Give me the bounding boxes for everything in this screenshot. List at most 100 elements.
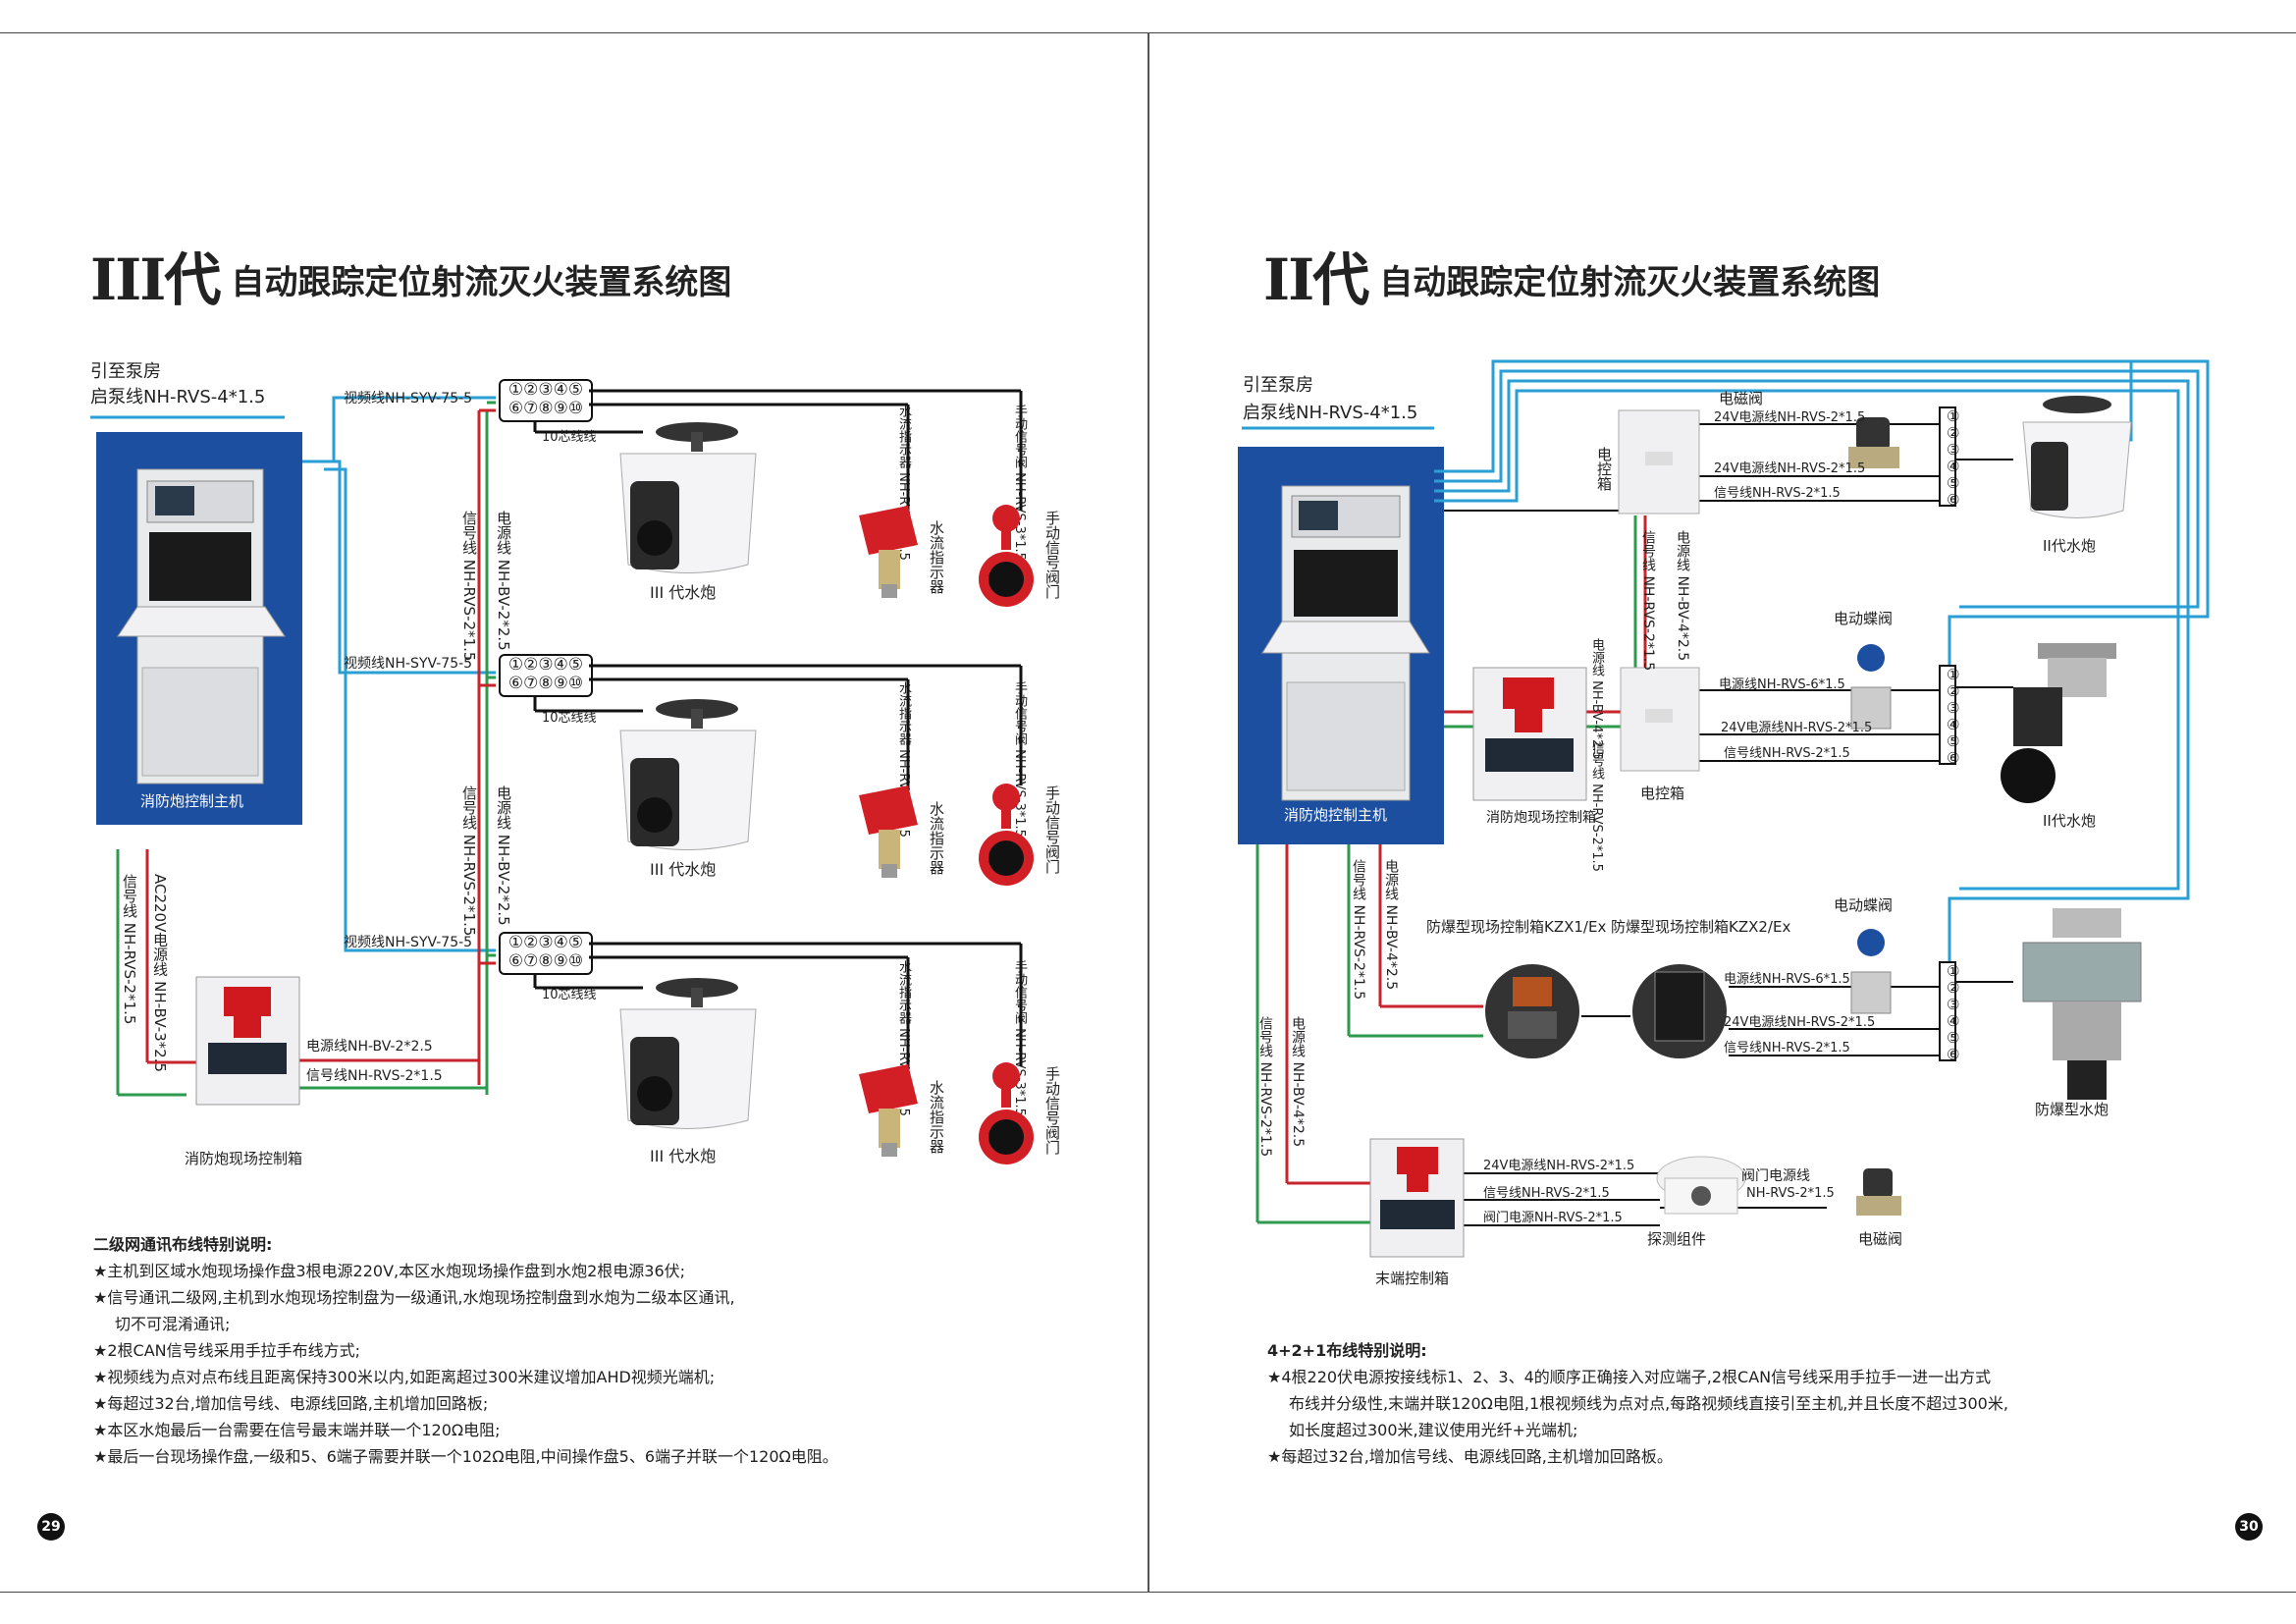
valve-power-label: NH-RVS-2*1.5 — [1746, 1186, 1835, 1201]
note-item: ★视频线为点对点布线且距离保持300米以内,如距离超过300米建议增加AHD视频… — [93, 1368, 716, 1386]
left-devices — [533, 389, 1034, 1164]
butterfly-valve-drawing-3 — [979, 1062, 1034, 1164]
cable-label: 信号线NH-RVS-2*1.5 — [1724, 1041, 1850, 1056]
cable-label: 阀门电源NH-RVS-2*1.5 — [1483, 1211, 1623, 1225]
cannon-label: III 代水炮 — [650, 1147, 717, 1165]
end-box-drawing — [1369, 1138, 1465, 1258]
terminal-numbers: ①②③④⑤⑥ — [1947, 962, 1960, 1063]
right-page-title: II代自动跟踪定位射流灭火装置系统图 — [1263, 234, 1880, 316]
field-signal-vertical: 信号线 NH-RVS-2*1.5 — [121, 874, 138, 1025]
electric-butterfly-label: 电动蝶阀 — [1834, 896, 1894, 914]
field-control-box-drawing — [195, 976, 300, 1106]
row2-wires — [533, 664, 1023, 797]
left-page: III代自动跟踪定位射流灭火装置系统图 — [0, 0, 1147, 1624]
flow-indicator-drawing-3 — [859, 1064, 918, 1157]
field-control-box-label: 消防炮现场控制箱 — [185, 1150, 303, 1167]
cable-label: 信号线NH-RVS-2*1.5 — [1483, 1186, 1610, 1201]
flow-indicator-label: 水流指示器 — [928, 801, 945, 875]
title-text: 自动跟踪定位射流灭火装置系统图 — [231, 263, 732, 302]
host-label: 消防炮控制主机 — [140, 792, 244, 810]
control-box-drawing-mid — [1620, 667, 1700, 772]
cable-label: 24V电源线NH-RVS-2*1.5 — [1714, 410, 1866, 425]
note-item: ★本区水炮最后一台需要在信号最末端并联一个120Ω电阻; — [93, 1421, 501, 1439]
flow-indicator-drawing-1 — [859, 506, 918, 598]
cable-label: 24V电源线NH-RVS-2*1.5 — [1721, 721, 1873, 735]
power-line-vertical: 电源线 NH-BV-4*2.5 — [1675, 530, 1690, 662]
butterfly-valve-drawing-2 — [979, 784, 1034, 886]
control-box-label: 电控箱 — [1595, 447, 1613, 491]
kzx2-drawing — [1632, 964, 1727, 1058]
kzx2-label: 防爆型现场控制箱KZX2/Ex — [1611, 918, 1791, 936]
generation-label: III代 — [90, 246, 221, 313]
terminal-strip-mid — [1939, 665, 1956, 765]
solenoid-valve-label: 电磁阀 — [1858, 1230, 1903, 1248]
cable-label: 24V电源线NH-RVS-2*1.5 — [1714, 461, 1866, 476]
cannon-label: III 代水炮 — [650, 860, 717, 879]
valve-power-label: 阀门电源线 — [1741, 1168, 1810, 1184]
field-power-label: 电源线NH-BV-2*2.5 — [306, 1039, 433, 1055]
power-line-vertical: 电源线 NH-BV-2*2.5 — [495, 785, 512, 926]
manual-valve-label: 手动信号阀门 — [1043, 1066, 1061, 1155]
pump-line-label: 启泵线NH-RVS-4*1.5 — [1243, 403, 1418, 423]
butterfly-valve-drawing-1 — [979, 505, 1034, 607]
cable-label: 信号线NH-RVS-2*1.5 — [1714, 486, 1841, 501]
end-box-label: 末端控制箱 — [1375, 1270, 1450, 1287]
note-item: 切不可混淆通讯; — [115, 1315, 231, 1333]
signal-line-vertical: 信号线 NH-RVS-2*1.5 — [1589, 741, 1604, 872]
row3-wires — [533, 942, 1023, 1076]
terminal-numbers: ①②③④⑤⑥ — [1947, 666, 1960, 767]
ten-core-label: 10芯线线 — [542, 988, 597, 1002]
ten-core-label: 10芯线线 — [542, 711, 597, 726]
right-diagram — [1238, 359, 2210, 1258]
signal-line-vertical: 信号线 NH-RVS-2*1.5 — [1351, 859, 1366, 1001]
video-line-label: 视频线NH-SYV-75-5 — [344, 935, 473, 950]
terminal-strip-top — [1939, 406, 1956, 507]
note-item: ★2根CAN信号线采用手拉手布线方式; — [93, 1341, 361, 1360]
power-line-vertical: 电源线 NH-BV-4*2.5 — [1589, 638, 1604, 760]
cannon-label: II代水炮 — [2043, 537, 2096, 555]
manual-valve-label: 手动信号阀门 — [1043, 511, 1061, 599]
left-page-title: III代自动跟踪定位射流灭火装置系统图 — [90, 234, 731, 316]
terminal-strip-low — [1939, 961, 1956, 1061]
page-number: 30 — [2235, 1513, 2263, 1541]
signal-line-vertical: 信号线 NH-RVS-2*1.5 — [1640, 530, 1656, 672]
video-line-label: 视频线NH-SYV-75-5 — [344, 656, 473, 672]
right-page: II代自动跟踪定位射流灭火装置系统图 — [1149, 0, 2296, 1624]
cable-label: 电源线NH-RVS-6*1.5 — [1719, 677, 1845, 692]
row1-wires — [533, 389, 1023, 520]
kzx1-drawing — [1485, 964, 1579, 1058]
flow-indicator-label: 水流指示器 — [928, 520, 945, 594]
signal-line-vertical: 信号线 NH-RVS-2*1.5 — [460, 785, 478, 937]
signal-line-vertical: 信号线 NH-RVS-2*1.5 — [460, 511, 478, 662]
explosion-cannon-drawing — [2022, 908, 2142, 1100]
page-number: 29 — [37, 1513, 65, 1541]
power-line-vertical: 电源线 NH-BV-4*2.5 — [1383, 859, 1399, 991]
pump-room-label: 引至泵房 — [90, 361, 161, 382]
cannon-label: II代水炮 — [2043, 812, 2096, 830]
note-item: ★主机到区域水炮现场操作盘3根电源220V,本区水炮现场操作盘到水炮2根电源36… — [93, 1262, 686, 1280]
solenoid-valve-drawing-top — [1848, 417, 1899, 468]
field-box-drawing — [1472, 667, 1587, 801]
notes-title: 二级网通讯布线特别说明: — [93, 1235, 273, 1254]
detector-drawing — [1656, 1156, 1746, 1215]
explosion-cannon-label: 防爆型水炮 — [2035, 1101, 2109, 1118]
host-label: 消防炮控制主机 — [1284, 806, 1388, 824]
cable-label: 信号线NH-RVS-2*1.5 — [1724, 746, 1850, 761]
solenoid-valve-label: 电磁阀 — [1719, 390, 1764, 407]
ten-core-label: 10芯线线 — [542, 430, 597, 445]
ii-cannon-drawing-mid — [2001, 643, 2116, 803]
generation-label: II代 — [1263, 246, 1369, 313]
cable-label: 24V电源线NH-RVS-2*1.5 — [1483, 1159, 1635, 1173]
electric-butterfly-drawing-2 — [1850, 929, 1892, 1014]
pump-room-label: 引至泵房 — [1243, 375, 1313, 396]
cannon-label: III 代水炮 — [650, 583, 717, 602]
host-cabinet-drawing — [1261, 485, 1430, 801]
video-line-label: 视频线NH-SYV-75-5 — [344, 391, 473, 406]
notes-title: 4+2+1布线特别说明: — [1267, 1341, 1427, 1360]
flow-indicator-label: 水流指示器 — [928, 1080, 945, 1154]
title-text: 自动跟踪定位射流灭火装置系统图 — [1379, 263, 1881, 302]
cannon-drawing-2 — [619, 699, 757, 850]
electric-butterfly-drawing-1 — [1850, 644, 1892, 730]
